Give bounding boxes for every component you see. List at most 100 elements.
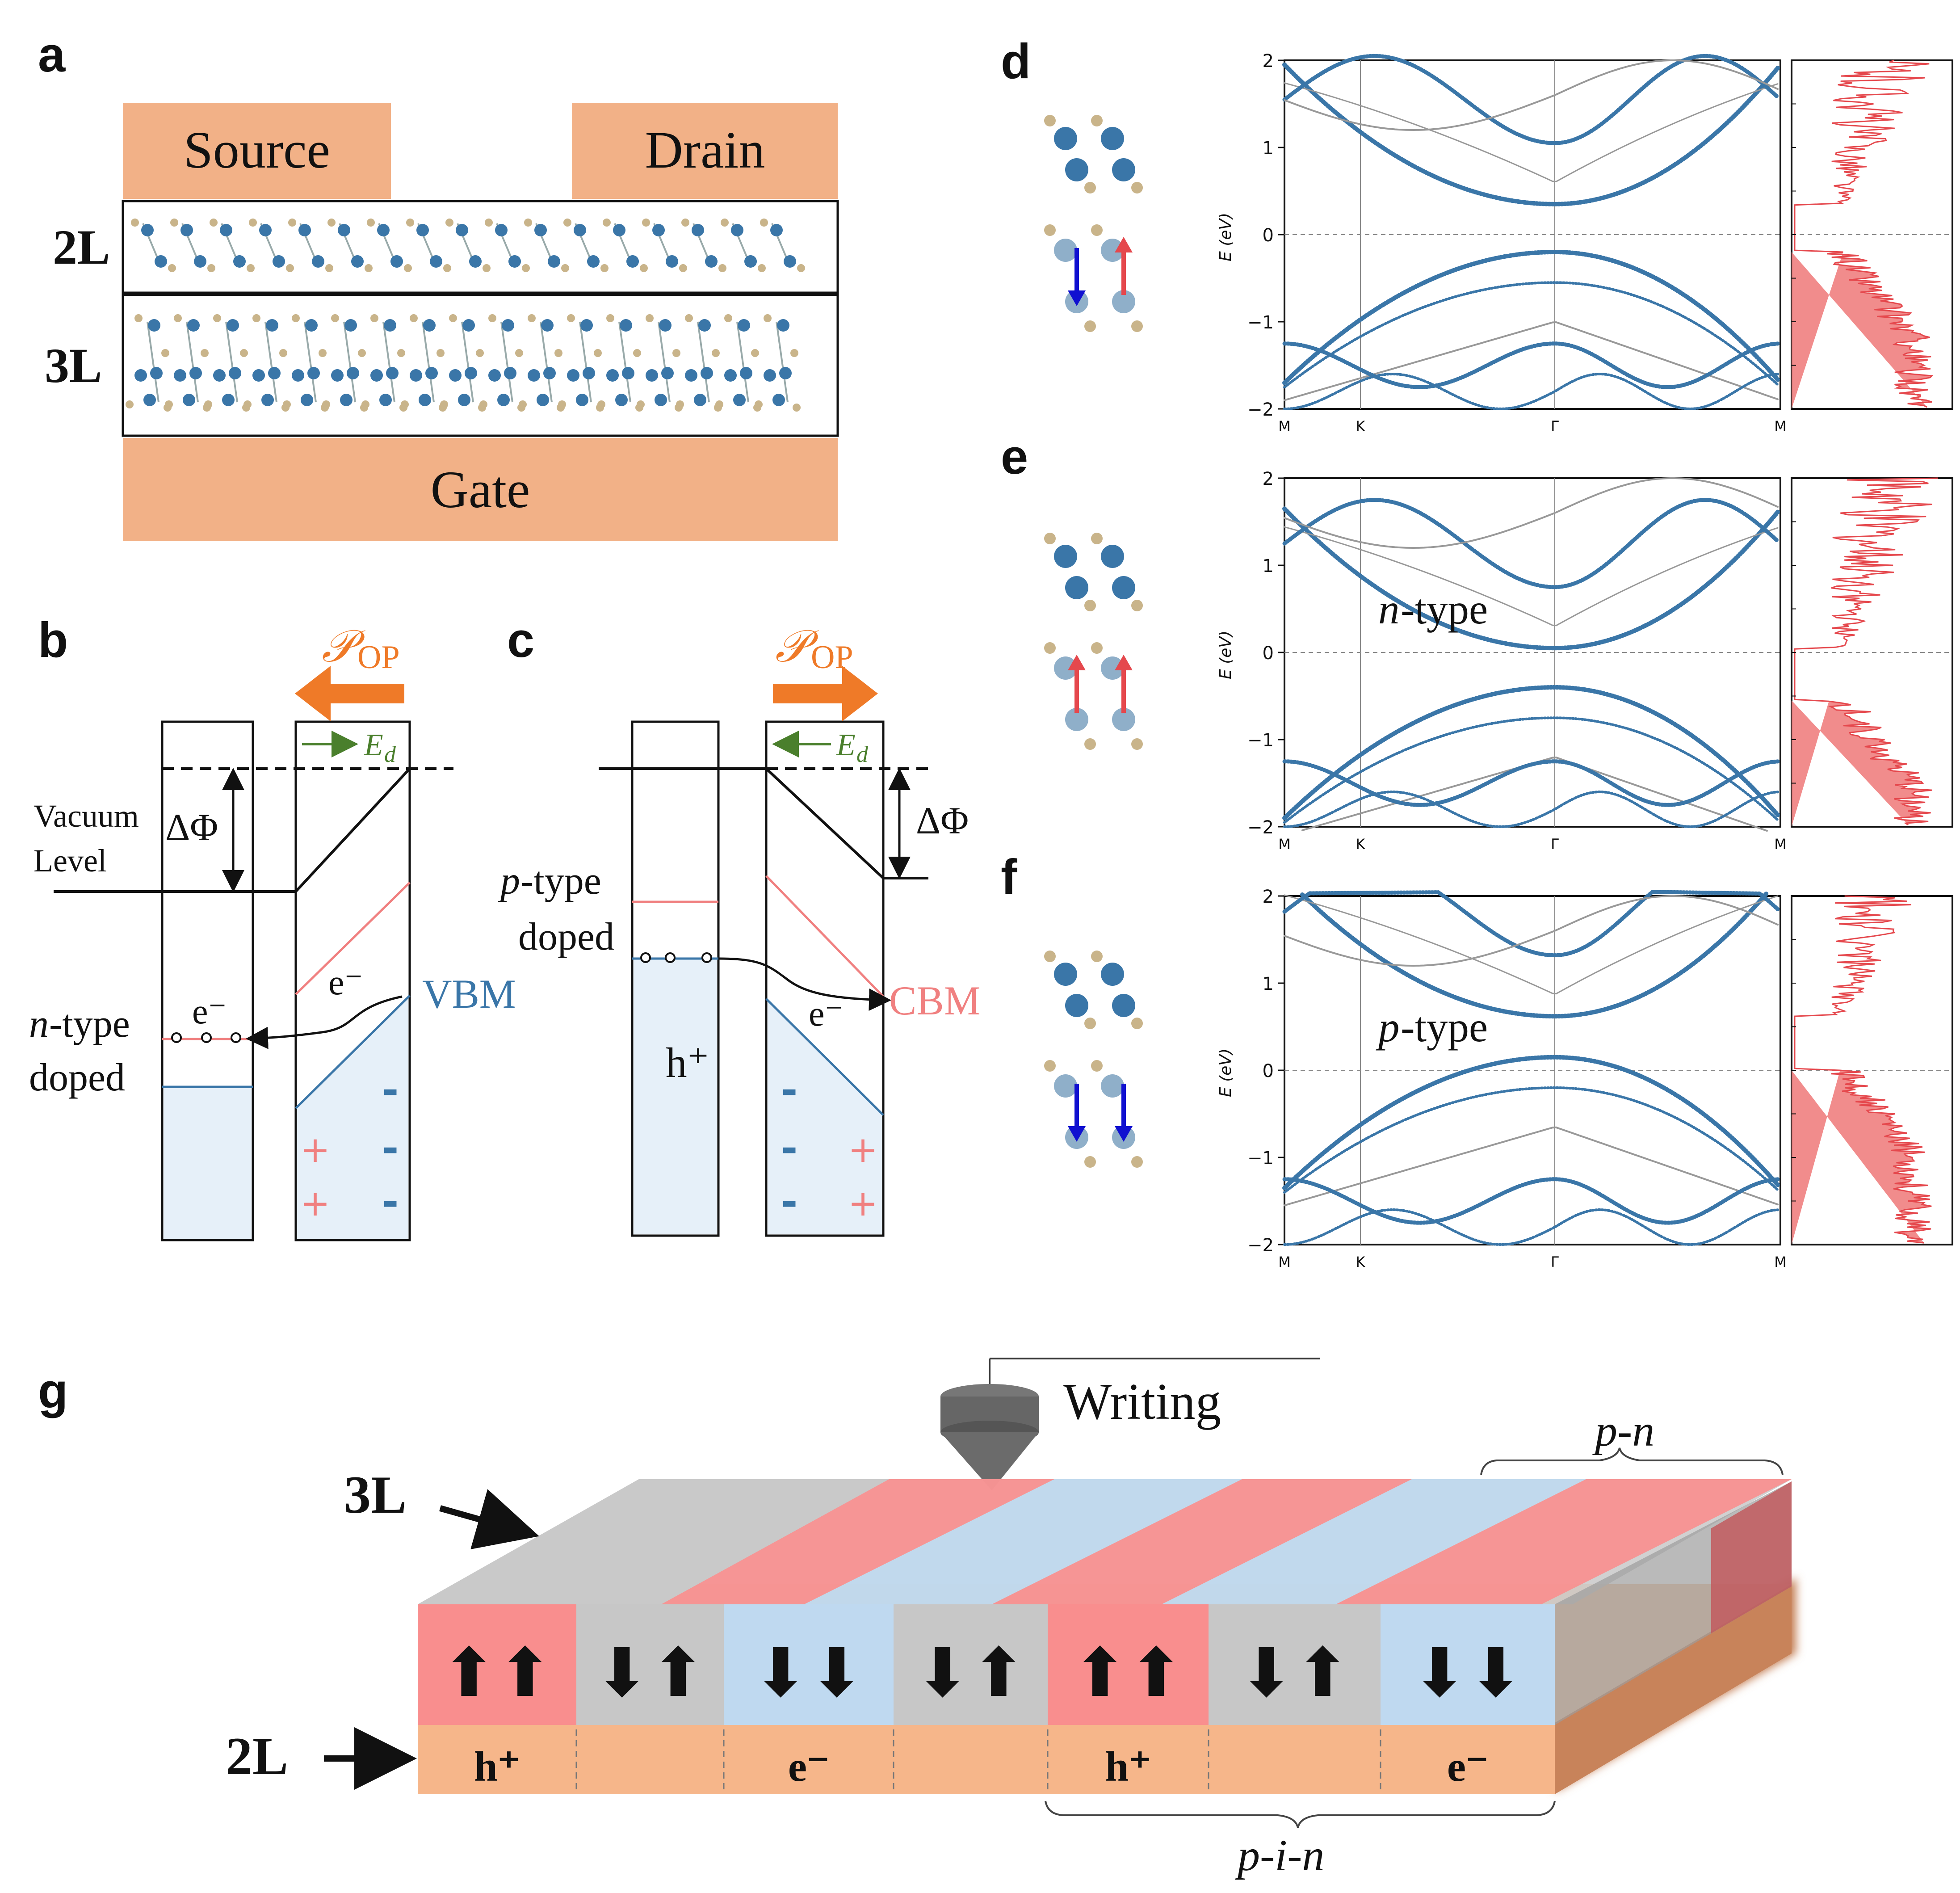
vbm-label: VBM — [422, 971, 516, 1017]
front-block — [1209, 1604, 1381, 1725]
s-atom — [1091, 533, 1103, 544]
s-atom — [445, 219, 453, 227]
s-atom — [724, 314, 732, 322]
band-line — [1282, 890, 1780, 958]
mo-atom — [534, 224, 547, 236]
polarization-arrows: ⬇⬇ — [1411, 1634, 1524, 1712]
y-tick-label: −2 — [1247, 1235, 1274, 1256]
k-label: Γ — [1551, 836, 1559, 853]
s-atom — [603, 219, 611, 227]
s-atom — [401, 400, 409, 408]
k-label: M — [1774, 1254, 1787, 1270]
plus-c-2: + — [848, 1182, 878, 1224]
front-block — [418, 1604, 576, 1725]
s-atom — [594, 349, 602, 357]
y-tick-label: 0 — [1263, 225, 1274, 246]
s-atom — [410, 314, 418, 322]
bilayer-atoms — [131, 219, 805, 272]
mo-atom — [259, 224, 272, 236]
s-atom — [672, 349, 680, 357]
s-atom — [331, 314, 339, 322]
plus-b-2: + — [300, 1182, 330, 1224]
mo-atom — [261, 394, 274, 406]
bilayer-box — [122, 200, 839, 294]
s-atom — [1044, 224, 1056, 236]
s-atom — [1084, 600, 1096, 611]
mo-atom — [222, 394, 235, 406]
s-atom — [485, 219, 493, 227]
mo-atom — [134, 369, 147, 382]
top-domain — [1162, 1479, 1586, 1604]
mo-atom — [495, 224, 508, 236]
y-tick-label: 2 — [1263, 887, 1274, 907]
s-atom — [1131, 738, 1143, 750]
s-atom — [721, 219, 729, 227]
band-line — [1282, 341, 1780, 389]
source-electrode — [123, 103, 391, 199]
s-atom — [715, 400, 723, 408]
mo-atom — [307, 367, 320, 379]
s-atom — [519, 400, 527, 408]
s-atom — [210, 219, 218, 227]
mo-atom — [541, 319, 554, 332]
mo-atom — [779, 367, 792, 379]
mo-atom — [469, 255, 482, 268]
mo-atom — [155, 255, 167, 268]
panel-label-b: b — [38, 613, 68, 668]
s-atom — [131, 219, 139, 227]
s-atom — [1091, 642, 1103, 654]
s-atom — [361, 400, 369, 408]
e-minus-left-b: e⁻ — [192, 992, 227, 1031]
s-atom — [1091, 1060, 1103, 1072]
y-axis-label: E (eV) — [1217, 213, 1235, 261]
s-atom — [252, 314, 260, 322]
mo-atom — [312, 255, 324, 268]
mo-atom — [344, 319, 357, 332]
pop-sub-b: OP — [357, 639, 400, 676]
writing-label: Writing — [1063, 1373, 1221, 1430]
band-line — [1282, 506, 1780, 651]
k-label: M — [1278, 836, 1291, 853]
s-atom — [204, 400, 212, 408]
polarization-arrowhead — [1115, 1126, 1133, 1142]
mo-atom — [613, 224, 625, 236]
k-label: Γ — [1551, 418, 1559, 435]
mo-atom — [1112, 708, 1135, 731]
panel-label-c: c — [507, 613, 534, 668]
mo-atom — [449, 369, 462, 382]
mo-atom — [456, 224, 468, 236]
s-atom — [1084, 1018, 1096, 1029]
front-block — [724, 1604, 894, 1725]
mo-atom — [143, 394, 156, 406]
k-label: K — [1356, 1254, 1366, 1270]
s-atom — [325, 264, 333, 272]
s-atom — [558, 400, 566, 408]
dos-line — [1794, 895, 1932, 1244]
y-tick-label: 0 — [1263, 643, 1274, 664]
mo-atom — [331, 369, 344, 382]
doping-type-label: -type — [1401, 1003, 1488, 1051]
band-line — [1282, 685, 1780, 820]
mo-atom — [305, 319, 318, 332]
minus-b-1: - — [382, 1067, 399, 1114]
y-tick-label: −2 — [1247, 400, 1274, 420]
mo-atom — [738, 319, 750, 332]
s-atom — [642, 219, 650, 227]
s-atom — [404, 264, 412, 272]
bilayer-slab — [418, 1725, 1555, 1794]
band-line — [1284, 82, 1779, 182]
s-atom — [712, 349, 720, 357]
s-atom — [758, 264, 766, 272]
mo-atom — [1112, 158, 1135, 181]
s-atom — [797, 264, 805, 272]
mo-atom — [574, 224, 586, 236]
mo-atom — [705, 255, 718, 268]
minus-c-3: - — [781, 1178, 797, 1225]
polarization-arrowhead — [1068, 655, 1086, 670]
polarization-arrows: ⬆⬆ — [441, 1634, 553, 1712]
mo-atom — [1101, 239, 1124, 262]
s-atom — [134, 314, 143, 322]
s-atom — [679, 264, 687, 272]
mo-atom — [266, 319, 278, 332]
